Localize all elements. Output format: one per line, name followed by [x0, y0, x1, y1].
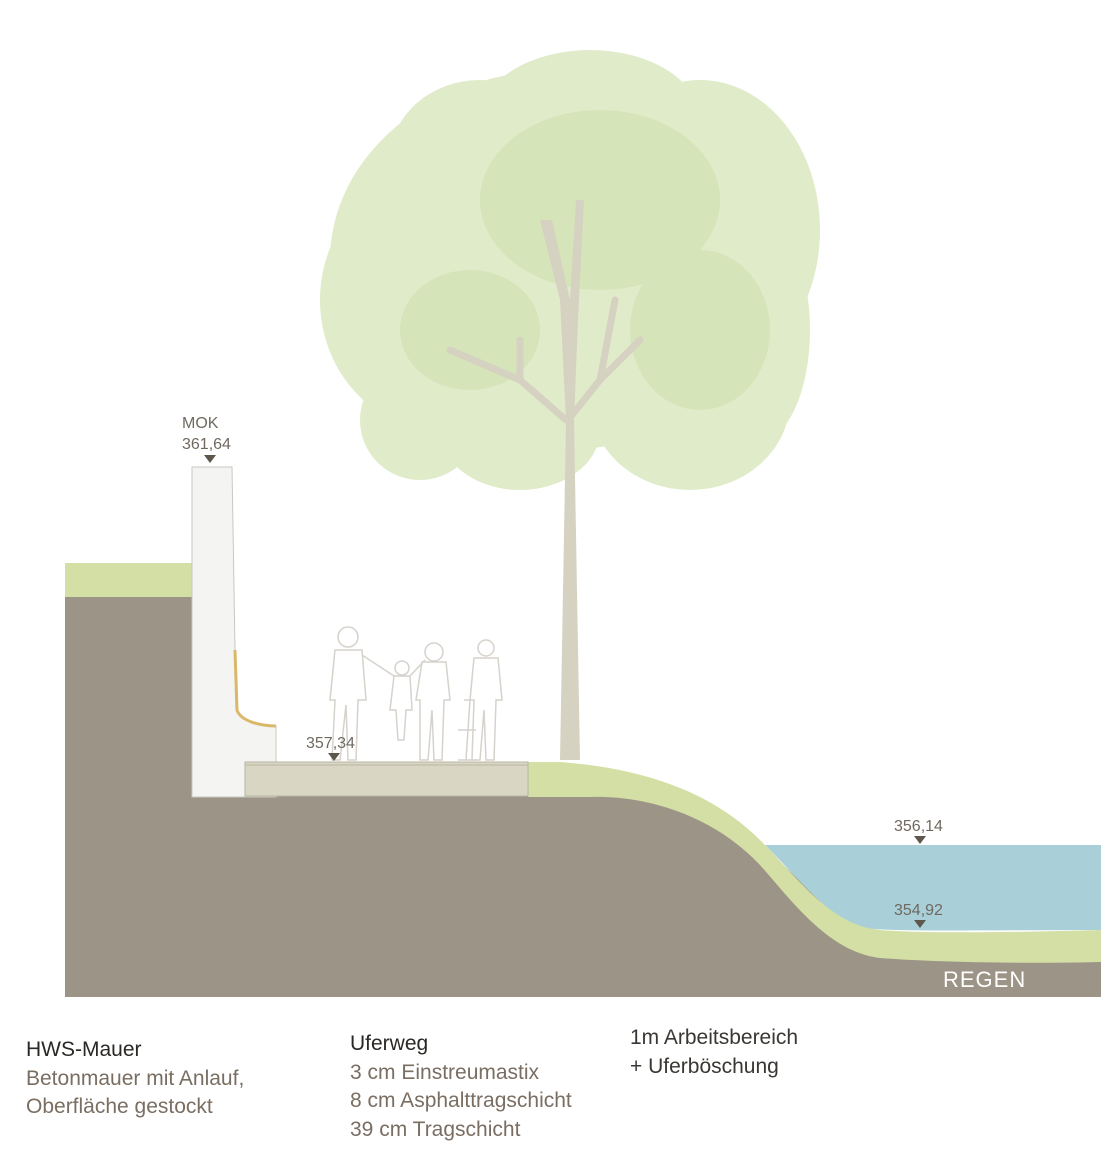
grass-embankment: [528, 762, 1101, 963]
marker-water-high: [914, 836, 926, 844]
caption-wall-title: HWS-Mauer: [26, 1038, 142, 1061]
caption-work-line-1: 1m Arbeitsbereich: [630, 1026, 799, 1049]
caption-path-title: Uferweg: [350, 1032, 429, 1055]
caption-wall: HWS-Mauer Betonmauer mit Anlauf, Oberflä…: [26, 1036, 244, 1122]
caption-path-line-1: 3 cm Einstreumastix: [350, 1060, 540, 1084]
flood-protection-wall: [191, 466, 277, 798]
caption-work: 1m Arbeitsbereich + Uferböschung: [630, 1024, 798, 1081]
water-high-level: 356,14: [894, 818, 943, 835]
water-body: [765, 845, 1101, 931]
wall-top-level: 361,64: [182, 436, 231, 453]
tree-canopy: [320, 50, 820, 490]
tree-trunk: [540, 200, 584, 760]
caption-path-line-2: 8 cm Asphalttragschicht: [350, 1089, 572, 1112]
caption-work-line-2: + Uferböschung: [630, 1054, 779, 1078]
level-marker-icon: [204, 455, 926, 928]
tree-canopy-shade: [400, 110, 770, 410]
marker-path: [328, 753, 340, 761]
river-name: REGEN: [943, 967, 1026, 992]
marker-wall-top: [204, 455, 216, 463]
grass-top-left: [65, 563, 193, 597]
path-level: 357,34: [306, 735, 355, 752]
tree-icon: [320, 50, 820, 760]
caption-path-line-3: 39 cm Tragschicht: [350, 1117, 521, 1141]
tree-branches: [446, 296, 644, 424]
caption-wall-line-2: Oberfläche gestockt: [26, 1095, 213, 1118]
uferweg-path-surface: [244, 761, 529, 797]
wall-seat-edge: [233, 649, 277, 728]
marker-water-low: [914, 920, 926, 928]
wall-top-label: MOK: [182, 415, 219, 432]
people-silhouettes-icon: [329, 626, 503, 761]
caption-wall-line-1: Betonmauer mit Anlauf,: [26, 1066, 245, 1090]
caption-path: Uferweg 3 cm Einstreumastix 8 cm Asphalt…: [350, 1030, 572, 1144]
water-low-level: 354,92: [894, 902, 943, 919]
